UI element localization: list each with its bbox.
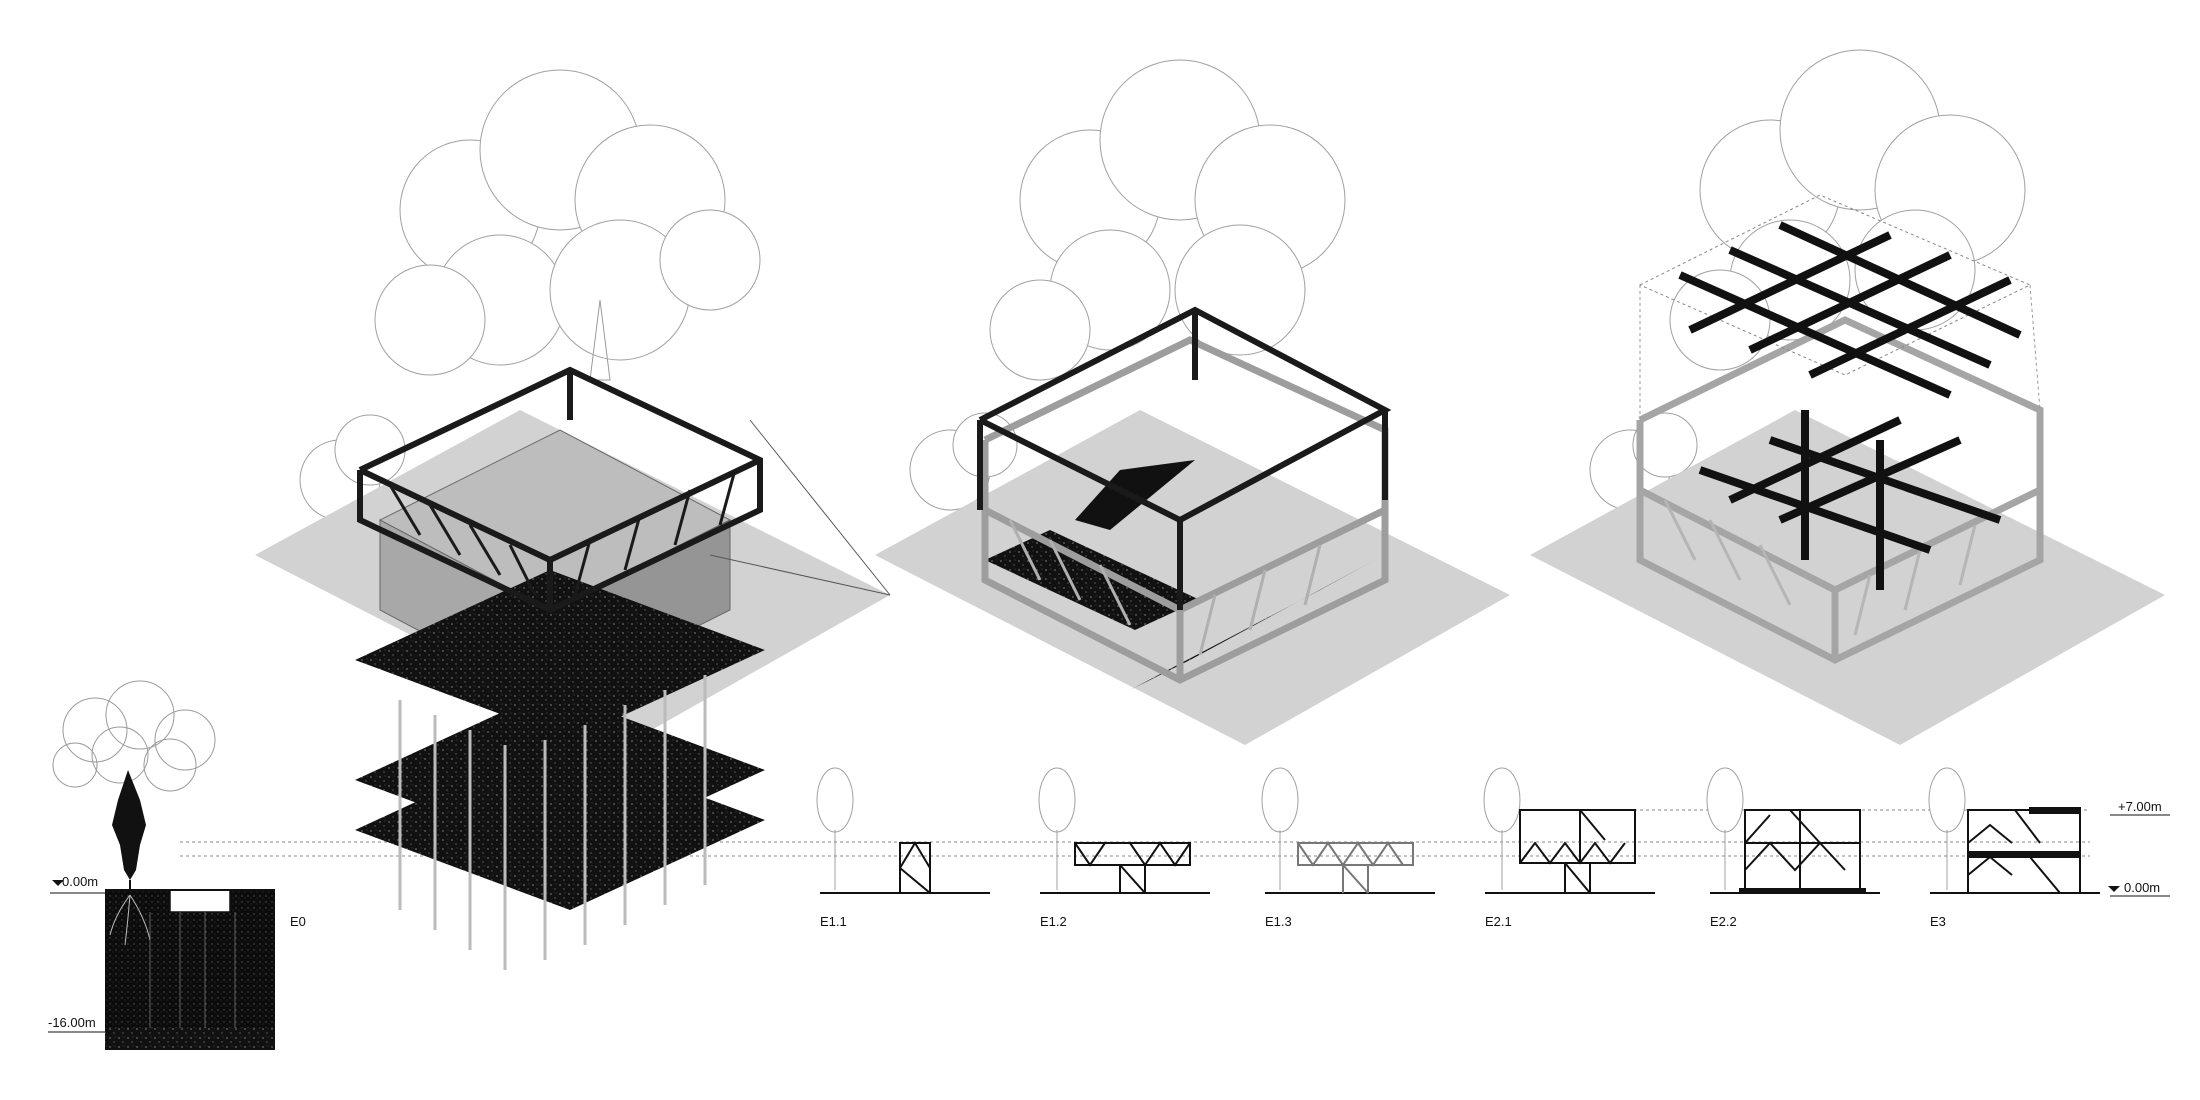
axonometric-stage-1 [255, 69, 891, 970]
ground-plane [875, 410, 1510, 745]
axonometric-stage-3 [1530, 49, 2165, 745]
ground-level-label-right: 0.00m [2124, 880, 2160, 895]
level-marker-icon [52, 880, 64, 886]
stage-label-e3: E3 [1930, 914, 1946, 929]
stage-label-e1-3: E1.3 [1265, 914, 1292, 929]
tree-canopy-icon [909, 59, 1346, 511]
ground-plane [1530, 410, 2165, 745]
steel-grid-upper [1678, 221, 2022, 399]
small-tree-icon [816, 767, 1966, 890]
axonometric-stage-2 [875, 59, 1510, 745]
stage-label-e0: E0 [290, 914, 306, 929]
soil-layer [355, 570, 765, 740]
tree-canopy-icon [299, 69, 761, 521]
top-frame [977, 306, 1392, 610]
stage-label-e1-1: E1.1 [820, 914, 847, 929]
stage-label-e2-2: E2.2 [1710, 914, 1737, 929]
soil-layer [355, 740, 765, 910]
top-level-label: +7.00m [2118, 799, 2162, 814]
conifer-tree-icon [112, 770, 146, 880]
level-marker-icon [2108, 886, 2120, 892]
stage-label-e2-1: E2.1 [1485, 914, 1512, 929]
excavation-pit [169, 889, 231, 913]
depth-level-label: -16.00m [48, 1015, 96, 1030]
tree-canopy-icon [52, 680, 216, 792]
ground-level-label-left: 0.00m [62, 874, 98, 889]
tree-canopy-icon [1589, 49, 2026, 511]
stage-label-e1-2: E1.2 [1040, 914, 1067, 929]
elevation-strip: +7.00m 0.00m E1.1 E1.2 E1.3 E2.1 E2.2 E3 [816, 767, 2170, 929]
steel-grid-lower [1698, 410, 2002, 590]
soil-block [105, 890, 275, 1050]
soil-section-e0: 0.00m -16.00m E0 [48, 680, 306, 1050]
